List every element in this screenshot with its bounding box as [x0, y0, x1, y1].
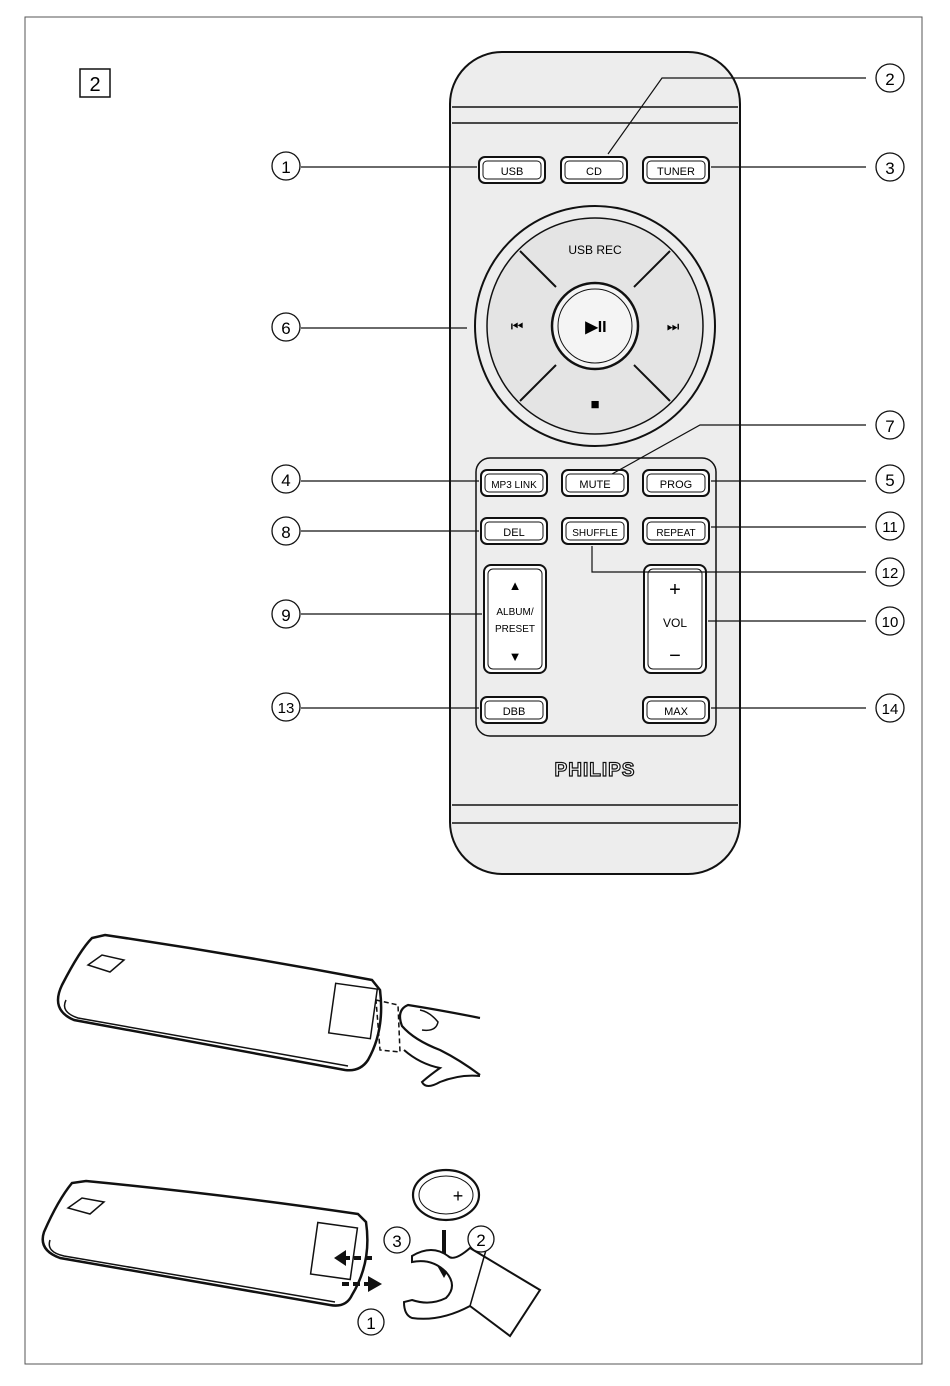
callout-10: 10	[875, 606, 905, 636]
callout-3: 3	[875, 152, 905, 182]
del-label: DEL	[503, 527, 524, 539]
callout-14-label: 14	[882, 701, 899, 718]
philips-logo: PHILIPS	[555, 760, 636, 781]
callout-7-label: 7	[885, 417, 894, 436]
callout-6: 6	[271, 312, 301, 342]
step-1-marker: 1	[357, 1308, 385, 1336]
mp3-link-label: MP3 LINK	[491, 480, 537, 491]
volume-label: VOL	[663, 616, 687, 630]
usb-button[interactable]: USB	[478, 156, 546, 184]
lower-button-panel	[475, 457, 717, 737]
volume-up-icon: +	[669, 579, 681, 601]
mute-button[interactable]: MUTE	[561, 469, 629, 497]
play-pause-button[interactable]: ▶II	[550, 281, 640, 371]
callout-4-label: 4	[281, 471, 290, 490]
prog-button[interactable]: PROG	[642, 469, 710, 497]
remote-battery-illustration	[41, 1179, 382, 1307]
callout-4: 4	[271, 464, 301, 494]
dbb-button[interactable]: DBB	[480, 696, 548, 724]
album-label: ALBUM/	[496, 607, 533, 618]
battery-polarity-symbol: +	[453, 1186, 464, 1206]
stop-button[interactable]: ■	[590, 396, 599, 413]
callout-8-label: 8	[281, 523, 290, 542]
dbb-label: DBB	[503, 706, 526, 718]
mp3-link-button[interactable]: MP3 LINK	[480, 469, 548, 497]
previous-track-button[interactable]: ⏮	[511, 318, 524, 334]
usb-rec-button[interactable]: USB REC	[568, 243, 622, 257]
del-button[interactable]: DEL	[480, 517, 548, 545]
next-track-icon: ⏭	[667, 318, 680, 334]
coin-battery-icon: +	[411, 1168, 481, 1222]
step-3-label: 3	[392, 1232, 401, 1251]
callout-1: 1	[271, 151, 301, 181]
leader-lines	[301, 77, 866, 709]
prog-label: PROG	[660, 479, 692, 491]
callout-11: 11	[875, 511, 905, 541]
cd-button-label: CD	[586, 166, 602, 178]
callout-13-label: 13	[278, 700, 295, 717]
callout-11-label: 11	[882, 519, 898, 536]
preset-label: PRESET	[495, 624, 535, 635]
shuffle-label: SHUFFLE	[572, 528, 618, 539]
cd-button[interactable]: CD	[560, 156, 628, 184]
repeat-label: REPEAT	[656, 528, 695, 539]
callout-14: 14	[875, 693, 905, 723]
usb-rec-label: USB REC	[568, 243, 622, 257]
step-3-marker: 3	[383, 1226, 411, 1254]
callout-7: 7	[875, 410, 905, 440]
callout-12: 12	[875, 557, 905, 587]
callout-3-label: 3	[885, 159, 894, 178]
step-1-label: 1	[366, 1314, 375, 1333]
finger-icon	[398, 1003, 481, 1087]
figure-number-box: 2	[79, 68, 111, 98]
callout-9-label: 9	[281, 606, 290, 625]
callout-13: 13	[271, 692, 301, 722]
callout-2: 2	[875, 63, 905, 93]
step-2-marker: 2	[467, 1225, 495, 1253]
ir-window-icon-2	[66, 1197, 106, 1215]
callout-5: 5	[875, 464, 905, 494]
repeat-button[interactable]: REPEAT	[642, 517, 710, 545]
callout-9: 9	[271, 599, 301, 629]
callout-1-label: 1	[281, 158, 290, 177]
previous-track-icon: ⏮	[511, 318, 524, 334]
callout-8: 8	[271, 516, 301, 546]
play-pause-icon: ▶II	[584, 319, 606, 336]
max-button[interactable]: MAX	[642, 696, 710, 724]
mute-label: MUTE	[579, 479, 610, 491]
callout-12-label: 12	[882, 565, 899, 582]
callout-5-label: 5	[885, 471, 894, 490]
battery-door	[327, 982, 379, 1040]
usb-button-label: USB	[501, 166, 524, 178]
volume-down-icon: −	[669, 645, 681, 667]
callout-10-label: 10	[882, 614, 899, 631]
ir-window-icon	[86, 954, 126, 973]
album-up-icon: ▲	[509, 578, 522, 593]
album-down-icon: ▼	[509, 649, 522, 664]
tuner-button-label: TUNER	[657, 166, 695, 178]
stop-icon: ■	[590, 396, 599, 413]
step-2-label: 2	[476, 1231, 485, 1250]
callout-6-label: 6	[281, 319, 290, 338]
max-label: MAX	[664, 706, 689, 718]
volume-rocker[interactable]: + VOL −	[643, 564, 707, 674]
tuner-button[interactable]: TUNER	[642, 156, 710, 184]
next-track-button[interactable]: ⏭	[667, 318, 680, 334]
battery-tray	[402, 1246, 542, 1338]
callout-2-label: 2	[885, 70, 894, 89]
page-frame	[24, 16, 923, 1365]
figure-number: 2	[89, 74, 100, 96]
album-preset-rocker[interactable]: ▲ ALBUM/ PRESET ▼	[483, 564, 547, 674]
remote-back-illustration	[56, 933, 401, 1072]
shuffle-button[interactable]: SHUFFLE	[561, 517, 629, 545]
